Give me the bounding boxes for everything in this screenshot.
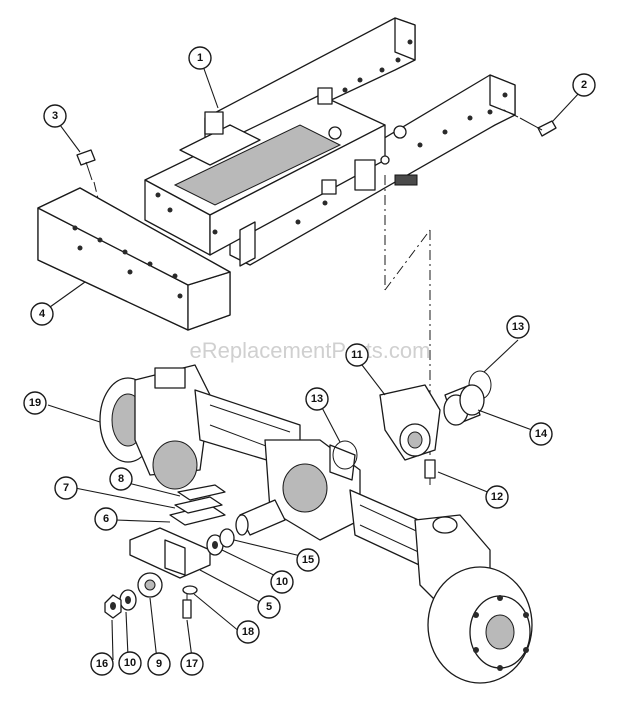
svg-text:7: 7 <box>63 482 69 494</box>
svg-text:14: 14 <box>535 428 548 440</box>
leader-lines <box>47 65 581 661</box>
washer-part-10-left <box>119 589 137 611</box>
watermark: eReplacementParts.com <box>190 338 431 363</box>
svg-text:5: 5 <box>266 601 272 613</box>
callout-1: 1 <box>188 46 212 70</box>
frame-assembly <box>144 17 516 267</box>
callout-2: 2 <box>572 73 596 97</box>
bolt-part-2 <box>499 107 557 137</box>
svg-text:9: 9 <box>156 658 162 670</box>
callout-11: 11 <box>345 343 369 367</box>
callout-16: 16 <box>90 652 114 676</box>
callout-17: 17 <box>180 652 204 676</box>
callout-19: 19 <box>23 391 47 415</box>
pivot-bracket-part-5 <box>129 527 211 579</box>
callout-9: 9 <box>147 652 171 676</box>
bushing-part-9 <box>137 572 163 598</box>
callout-10-right: 10 <box>270 570 294 594</box>
svg-text:8: 8 <box>118 473 124 485</box>
svg-text:10: 10 <box>124 657 136 669</box>
svg-text:16: 16 <box>96 658 108 670</box>
svg-text:13: 13 <box>311 393 323 405</box>
washer-part-18 <box>182 585 198 595</box>
callouts: 1 2 3 4 5 6 7 8 <box>23 46 596 676</box>
callout-8: 8 <box>109 467 133 491</box>
shim-part-7 <box>174 496 223 514</box>
callout-14: 14 <box>529 422 553 446</box>
callout-15: 15 <box>296 548 320 572</box>
bushing-part-14 <box>443 384 485 426</box>
callout-13-left: 13 <box>305 387 329 411</box>
o-ring-part-13-left <box>332 440 358 470</box>
callout-4: 4 <box>30 302 54 326</box>
callout-3: 3 <box>43 104 67 128</box>
svg-text:19: 19 <box>29 397 41 409</box>
callout-5: 5 <box>257 595 281 619</box>
svg-text:13: 13 <box>512 321 524 333</box>
svg-text:15: 15 <box>302 554 314 566</box>
svg-text:3: 3 <box>52 110 58 122</box>
svg-text:18: 18 <box>242 626 254 638</box>
bolt-part-12 <box>424 459 436 485</box>
callout-6: 6 <box>94 507 118 531</box>
callout-12: 12 <box>485 485 509 509</box>
svg-text:17: 17 <box>186 658 198 670</box>
centerline-mount-link <box>384 229 431 291</box>
svg-text:1: 1 <box>197 52 203 64</box>
svg-text:6: 6 <box>103 513 109 525</box>
callout-10-left: 10 <box>118 651 142 675</box>
svg-text:4: 4 <box>39 308 46 320</box>
svg-text:2: 2 <box>581 79 587 91</box>
plate-part-8 <box>177 484 226 501</box>
svg-text:12: 12 <box>491 491 503 503</box>
svg-text:10: 10 <box>276 576 288 588</box>
seal-part-15 <box>219 528 235 548</box>
callout-18: 18 <box>236 620 260 644</box>
weight-bracket-part-4 <box>37 187 231 331</box>
nut-part-16 <box>104 594 122 619</box>
bracket-part-11 <box>379 384 441 461</box>
callout-7: 7 <box>54 476 78 500</box>
callout-13-right: 13 <box>506 315 530 339</box>
svg-text:11: 11 <box>351 349 363 361</box>
